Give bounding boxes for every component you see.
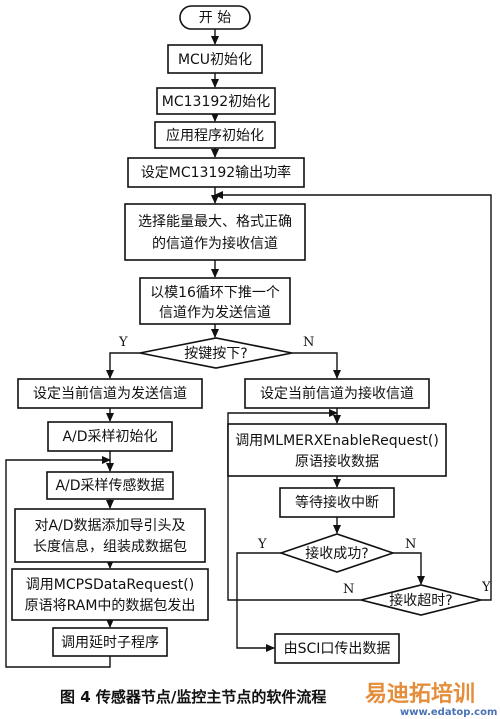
decision-key-pressed-label: 按键按下? [184,346,247,362]
label-no-key: N [303,335,314,350]
node-set-power: 设定MC13192输出功率 [127,157,305,188]
label-yes-key: Y [118,335,128,350]
node-select-rx-line2: 的信道作为接收信道 [152,235,278,252]
watermark: 易迪拓培训 www.edatop.com [365,681,497,718]
node-mc13192-init: MC13192初始化 [156,87,276,115]
node-mcps-request: 调用MCPSDataRequest() 原语将RAM中的数据包发出 [11,568,209,621]
node-sci-output-label: 由SCI口传出数据 [284,641,391,657]
figure-caption: 图 4 传感器节点/监控主节点的软件流程 [60,688,326,706]
node-delay: 调用延时子程序 [52,627,168,657]
decision-key-pressed: 按键按下? [139,337,293,369]
node-set-tx-channel: 设定当前信道为发送信道 [17,378,203,409]
node-mlme-request: 调用MLMERXEnableRequest() 原语接收数据 [227,423,447,477]
node-mc13192-init-label: MC13192初始化 [162,93,270,110]
node-mcps-line1: 调用MCPSDataRequest() [26,577,194,593]
node-sci-output: 由SCI口传出数据 [274,633,400,664]
label-no-success: N [405,537,416,552]
decision-rx-success: 接收成功? [278,533,396,573]
node-select-rx-channel: 选择能量最大、格式正确 的信道作为接收信道 [124,203,306,261]
watermark-url: www.edatop.com [400,707,497,718]
node-set-power-label: 设定MC13192输出功率 [141,164,291,181]
node-mcu-init-label: MCU初始化 [178,51,252,68]
node-ad-sample-label: A/D采样传感数据 [55,477,164,494]
node-add-header-line2: 长度信息，组装成数据包 [33,538,187,555]
node-ad-sample: A/D采样传感数据 [46,471,174,500]
node-wait-interrupt-label: 等待接收中断 [295,494,379,511]
node-app-init: 应用程序初始化 [154,121,276,149]
node-delay-label: 调用延时子程序 [61,635,159,651]
node-mlme-line1: 调用MLMERXEnableRequest() [235,433,439,449]
node-mlme-line2: 原语接收数据 [295,453,379,470]
node-push-tx-line2: 信道作为发送信道 [159,305,271,321]
connectors [5,29,492,668]
node-add-header-line1: 对A/D数据添加导引头及 [34,518,185,534]
node-wait-interrupt: 等待接收中断 [279,487,395,518]
node-push-tx-line1: 以模16循环下推一个 [150,285,280,301]
node-ad-init: A/D采样初始化 [47,421,173,452]
node-start: 开 始 [179,5,251,30]
decision-rx-timeout: 接收超时? [360,584,482,616]
decision-rx-success-label: 接收成功? [305,545,368,562]
label-yes-success: Y [257,537,267,552]
node-ad-init-label: A/D采样初始化 [62,428,157,445]
node-app-init-label: 应用程序初始化 [166,127,264,144]
node-add-header: 对A/D数据添加导引头及 长度信息，组装成数据包 [14,508,206,563]
label-no-timeout: N [343,582,354,597]
node-start-label: 开 始 [199,10,231,26]
watermark-brand: 易迪拓培训 [365,681,475,707]
label-yes-timeout: Y [481,580,491,595]
node-mcps-line2: 原语将RAM中的数据包发出 [25,598,196,614]
node-set-rx-label: 设定当前信道为接收信道 [260,385,414,402]
node-set-rx-channel: 设定当前信道为接收信道 [244,378,430,409]
node-mcu-init: MCU初始化 [167,44,263,74]
node-select-rx-line1: 选择能量最大、格式正确 [138,214,292,230]
decision-rx-timeout-label: 接收超时? [389,592,452,609]
node-push-tx-channel: 以模16循环下推一个 信道作为发送信道 [139,277,291,325]
node-set-tx-label: 设定当前信道为发送信道 [33,385,187,402]
